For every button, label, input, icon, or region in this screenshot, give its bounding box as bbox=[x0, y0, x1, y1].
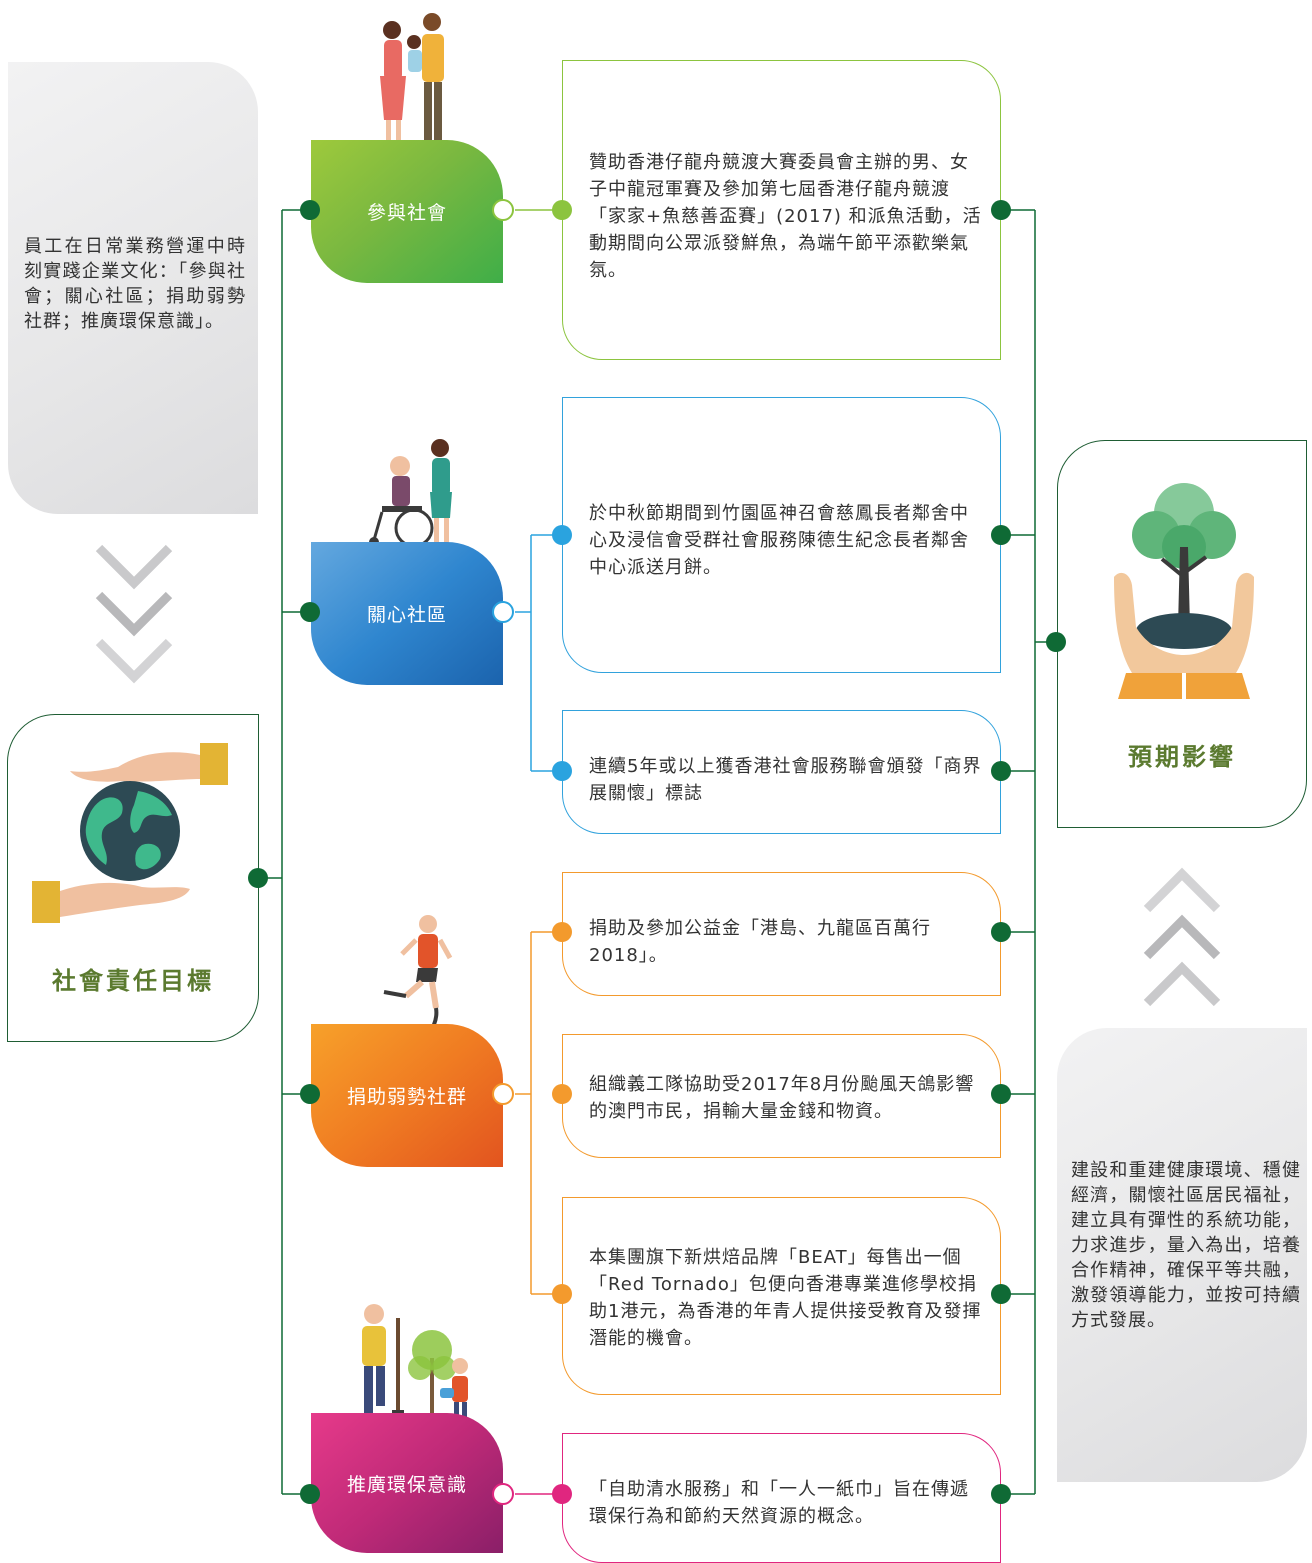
activity-7-left-dot bbox=[552, 1484, 572, 1504]
activity-3-left-dot bbox=[552, 761, 572, 781]
category-label: 推廣環保意識 bbox=[346, 1473, 467, 1496]
tree-in-hands-icon bbox=[1114, 483, 1254, 699]
activity-card-caring-company: 連續5年或以上獲香港社會服務聯會頒發「商界展關懷」標誌 bbox=[562, 710, 1001, 834]
activity-card-walk-for-millions: 捐助及參加公益金「港島、九龍區百萬行2018」。 bbox=[562, 872, 1001, 996]
goal-connector-dot bbox=[248, 868, 268, 888]
activity-1-right-dot bbox=[991, 200, 1011, 220]
left-note-text: 員工在日常業務營運中時刻實踐企業文化：「參與社會；關心社區；捐助弱勢社群；推廣環… bbox=[24, 236, 246, 332]
left-note-panel: 員工在日常業務營運中時刻實踐企業文化：「參與社會；關心社區；捐助弱勢社群；推廣環… bbox=[8, 62, 258, 514]
category-promote-environment: 推廣環保意識 bbox=[311, 1413, 503, 1553]
impact-box: 預期影響 bbox=[1057, 440, 1307, 828]
category-participate-society: 參與社會 bbox=[311, 140, 503, 283]
activity-2-left-dot bbox=[552, 525, 572, 545]
category-donate-vulnerable: 捐助弱勢社群 bbox=[311, 1024, 503, 1167]
activity-6-right-dot bbox=[991, 1284, 1011, 1304]
impact-connector-dot bbox=[1046, 632, 1066, 652]
right-note-text: 建設和重建健康環境、穩健經濟，關懷社區居民福祉，建立具有彈性的系統功能，力求進步… bbox=[1071, 1160, 1301, 1331]
activity-7-right-dot bbox=[991, 1484, 1011, 1504]
activity-text: 連續5年或以上獲香港社會服務聯會頒發「商界展關懷」標誌 bbox=[589, 756, 982, 804]
goal-title: 社會責任目標 bbox=[52, 967, 214, 995]
chevron-up-icon bbox=[1143, 867, 1221, 1007]
category-care-community: 關心社區 bbox=[311, 542, 503, 685]
activity-5-left-dot bbox=[552, 1084, 572, 1104]
activity-card-mooncakes: 於中秋節期間到竹園區神召會慈鳳長者鄰舍中心及浸信會受群社會服務陳德生紀念長者鄰舍… bbox=[562, 397, 1001, 673]
right-note-panel: 建設和重建健康環境、穩健經濟，關懷社區居民福祉，建立具有彈性的系統功能，力求進步… bbox=[1057, 1028, 1307, 1482]
activity-text: 贊助香港仔龍舟競渡大賽委員會主辦的男、女子中龍冠軍賽及參加第七屆香港仔龍舟競渡「… bbox=[589, 152, 982, 281]
activity-1-left-dot bbox=[552, 200, 572, 220]
category-3-right-ring bbox=[492, 1083, 514, 1105]
impact-title: 預期影響 bbox=[1128, 743, 1236, 771]
activity-4-right-dot bbox=[991, 922, 1011, 942]
category-2-right-ring bbox=[492, 601, 514, 623]
category-4-left-dot bbox=[300, 1484, 320, 1504]
category-label: 關心社區 bbox=[366, 604, 447, 626]
category-1-right-ring bbox=[492, 199, 514, 221]
activity-text: 捐助及參加公益金「港島、九龍區百萬行2018」。 bbox=[589, 918, 931, 966]
activity-card-water-service: 「自助清水服務」和「一人一紙巾」旨在傳遞環保行為和節約天然資源的概念。 bbox=[562, 1433, 1001, 1563]
category-label: 捐助弱勢社群 bbox=[346, 1086, 467, 1108]
category-1-left-dot bbox=[300, 200, 320, 220]
category-label: 參與社會 bbox=[366, 202, 447, 224]
activity-2-right-dot bbox=[991, 525, 1011, 545]
activity-text: 組織義工隊協助受2017年8月份颱風天鴿影響的澳門市民，捐輸大量金錢和物資。 bbox=[589, 1074, 975, 1122]
hands-globe-icon bbox=[32, 743, 228, 923]
activity-text: 「自助清水服務」和「一人一紙巾」旨在傳遞環保行為和節約天然資源的概念。 bbox=[589, 1479, 969, 1527]
activity-4-left-dot bbox=[552, 922, 572, 942]
activity-6-left-dot bbox=[552, 1284, 572, 1304]
activity-text: 本集團旗下新烘焙品牌「BEAT」每售出一個「Red Tornado」包便向香港專… bbox=[589, 1247, 982, 1349]
goal-box: 社會責任目標 bbox=[7, 714, 259, 1042]
category-4-right-ring bbox=[492, 1483, 514, 1505]
activity-card-beat-bakery: 本集團旗下新烘焙品牌「BEAT」每售出一個「Red Tornado」包便向香港專… bbox=[562, 1197, 1001, 1395]
activity-3-right-dot bbox=[991, 761, 1011, 781]
family-illustration bbox=[378, 13, 446, 150]
category-2-left-dot bbox=[300, 602, 320, 622]
category-3-left-dot bbox=[300, 1084, 320, 1104]
chevron-down-icon bbox=[95, 544, 173, 684]
activity-card-dragon-boat: 贊助香港仔龍舟競渡大賽委員會主辦的男、女子中龍冠軍賽及參加第七屆香港仔龍舟競渡「… bbox=[562, 60, 1001, 360]
activity-card-typhoon-relief: 組織義工隊協助受2017年8月份颱風天鴿影響的澳門市民，捐輸大量金錢和物資。 bbox=[562, 1034, 1001, 1158]
activity-text: 於中秋節期間到竹園區神召會慈鳳長者鄰舍中心及浸信會受群社會服務陳德生紀念長者鄰舍… bbox=[589, 503, 969, 578]
activity-5-right-dot bbox=[991, 1084, 1011, 1104]
wheelchair-illustration bbox=[356, 439, 460, 554]
